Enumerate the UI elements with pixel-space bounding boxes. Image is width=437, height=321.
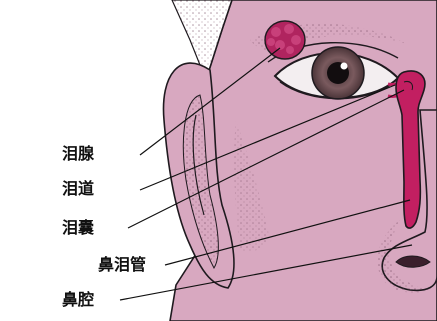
label-lacrimal-sac: 泪囊 xyxy=(62,220,94,236)
label-nasal-cavity: 鼻腔 xyxy=(62,292,94,308)
eye-highlight xyxy=(341,63,348,70)
label-lacrimal-duct: 泪道 xyxy=(62,181,94,197)
label-nasolacrimal-duct: 鼻泪管 xyxy=(98,257,146,273)
label-lacrimal-gland: 泪腺 xyxy=(62,146,94,162)
lacrimal-gland xyxy=(265,21,305,59)
